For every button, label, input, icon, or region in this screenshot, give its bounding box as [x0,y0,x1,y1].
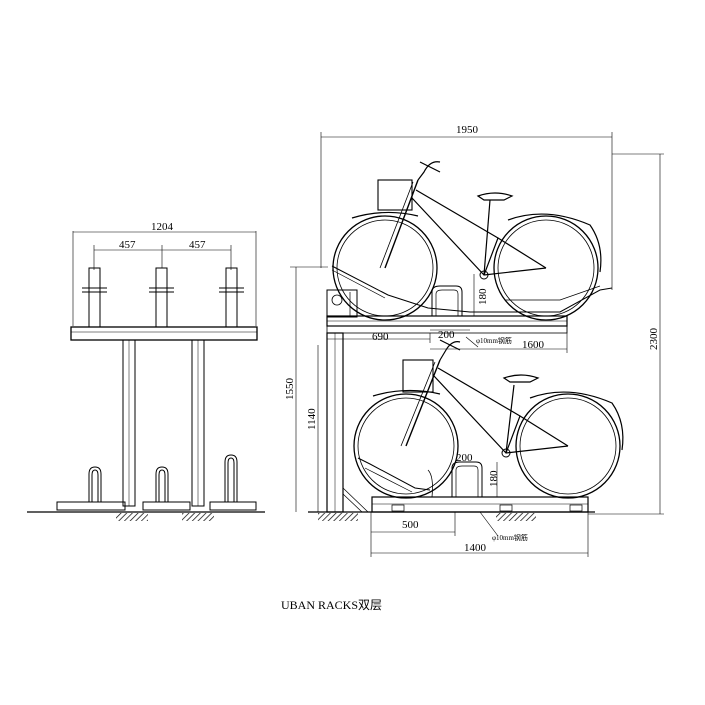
front-posts [122,339,205,507]
dim-1140: 1140 [306,408,318,430]
dim-200-lower: 200 [456,452,473,464]
front-lower-holders [88,454,238,502]
upper-bicycle [332,161,602,321]
dim-180-lower: 180 [488,470,500,487]
dim-200-upper: 200 [438,329,455,341]
front-view [27,231,265,521]
side-view [290,132,664,557]
lower-bicycle [353,339,624,499]
front-top-holders [82,267,244,328]
dim-1550: 1550 [284,378,296,401]
dim-1950: 1950 [456,124,479,136]
dim-1600: 1600 [522,339,545,351]
dim-690: 690 [372,331,389,343]
side-upper-tray [326,265,613,334]
dim-180-upper: 180 [477,288,489,305]
dim-500: 500 [402,519,419,531]
drawing-caption: UBAN RACKS双层 [281,598,382,612]
rebar-label-upper: φ10mm钢筋 [476,336,512,345]
dim-1400: 1400 [464,542,487,554]
side-lower-tray [357,457,589,513]
rebar-label-lower: φ10mm钢筋 [492,533,528,542]
front-upper-deck [70,326,258,341]
dim-2300: 2300 [648,328,660,351]
dim-457-right: 457 [189,239,206,251]
dim-457-left: 457 [119,239,136,251]
dim-1204: 1204 [151,221,174,233]
